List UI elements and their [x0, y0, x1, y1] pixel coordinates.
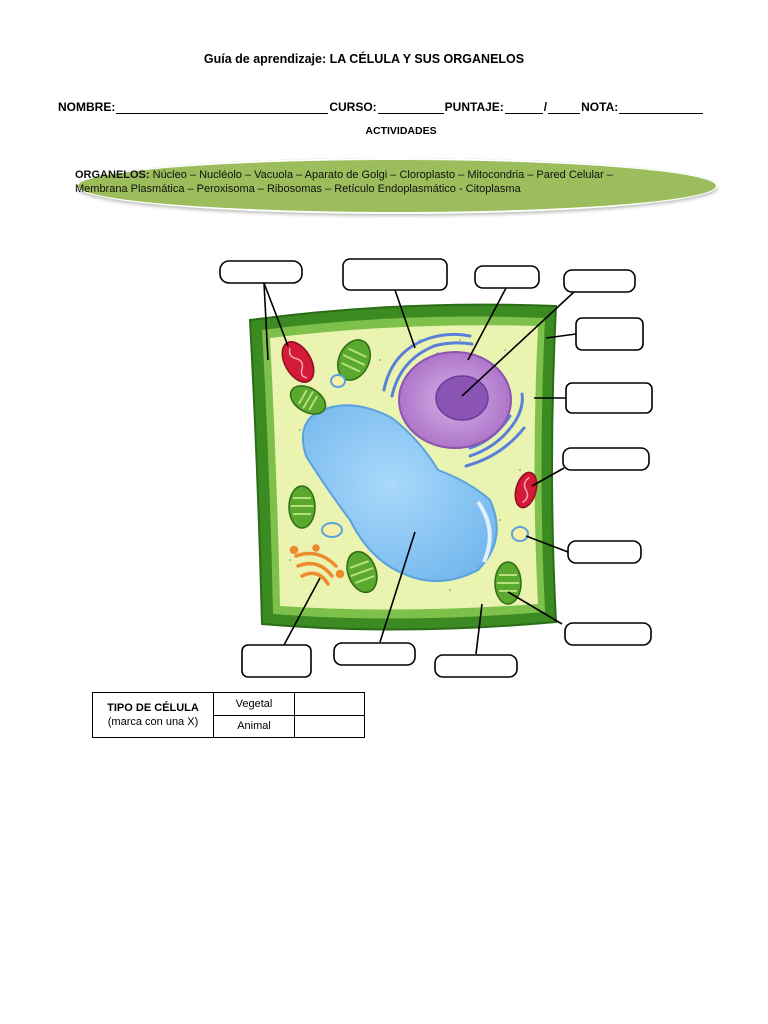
activities-heading: ACTIVIDADES — [365, 125, 437, 137]
title-prefix: Guía de aprendizaje: — [203, 52, 327, 66]
puntaje-obtained-field[interactable] — [504, 101, 543, 114]
mark-vegetal[interactable] — [294, 692, 365, 716]
chloroplast-5 — [494, 561, 522, 605]
label-box-right-2[interactable] — [565, 382, 653, 414]
mitochondrion-1 — [281, 341, 315, 383]
label-box-bottom-1[interactable] — [241, 644, 312, 678]
chloroplast-2 — [289, 385, 327, 415]
page-title: Guía de aprendizaje: LA CÉLULA Y SUS ORG… — [0, 52, 728, 66]
chloroplast-4 — [346, 550, 378, 594]
peroxisome-1 — [330, 374, 346, 388]
nucleolus — [435, 375, 489, 421]
chloroplast-1 — [337, 339, 371, 381]
cell-type-table: TIPO DE CÉLULA (marca con una X) Vegetal… — [92, 692, 365, 738]
label-box-right-1[interactable] — [575, 317, 644, 351]
curso-label: CURSO: — [329, 100, 377, 114]
nombre-field[interactable] — [116, 101, 329, 114]
title-main: LA CÉLULA Y SUS ORGANELOS — [329, 52, 525, 66]
label-box-right-5[interactable] — [564, 622, 652, 646]
organelle-list-line2: Membrana Plasmática – Peroxisoma – Ribos… — [75, 183, 521, 195]
nota-field[interactable] — [619, 101, 704, 114]
puntaje-total-field[interactable] — [548, 101, 581, 114]
leader-lines — [263, 282, 577, 655]
option-vegetal: Vegetal — [213, 692, 295, 716]
mark-animal[interactable] — [294, 714, 365, 738]
nombre-label: NOMBRE: — [58, 100, 116, 114]
label-box-top-center[interactable] — [342, 258, 448, 291]
chloroplast-3 — [288, 485, 316, 529]
label-box-right-3[interactable] — [562, 447, 650, 471]
cell-type-title: TIPO DE CÉLULA — [107, 702, 199, 714]
puntaje-separator: / — [543, 100, 548, 114]
organelle-list: ORGANELOS: Núcleo – Nucléolo – Vacuola –… — [75, 168, 695, 196]
label-box-right-4[interactable] — [567, 540, 642, 564]
label-box-top-right-b[interactable] — [563, 269, 636, 293]
peroxisome-2 — [321, 522, 343, 538]
mitochondrion-2 — [514, 471, 538, 509]
label-boxes — [219, 258, 653, 678]
label-box-top-left[interactable] — [219, 260, 303, 284]
label-box-bottom-2[interactable] — [333, 642, 416, 666]
option-animal: Animal — [213, 714, 295, 738]
puntaje-label: PUNTAJE: — [444, 100, 504, 114]
peroxisome-3 — [511, 526, 529, 542]
organelle-list-line1: Núcleo – Nucléolo – Vacuola – Aparato de… — [152, 169, 613, 181]
golgi-apparatus — [289, 544, 345, 586]
organelle-banner — [76, 158, 718, 214]
label-box-bottom-3[interactable] — [434, 654, 518, 678]
plant-cell-diagram — [219, 258, 653, 678]
curso-field[interactable] — [377, 101, 444, 114]
student-fields: NOMBRE: CURSO: PUNTAJE: / NOTA: — [58, 100, 704, 114]
organelle-heading: ORGANELOS: — [75, 169, 150, 181]
label-box-top-right-a[interactable] — [474, 265, 540, 289]
vacuole — [302, 404, 498, 583]
cell-type-header: TIPO DE CÉLULA (marca con una X) — [92, 692, 214, 738]
cell-type-instruction: (marca con una X) — [107, 716, 199, 728]
nota-label: NOTA: — [581, 100, 619, 114]
